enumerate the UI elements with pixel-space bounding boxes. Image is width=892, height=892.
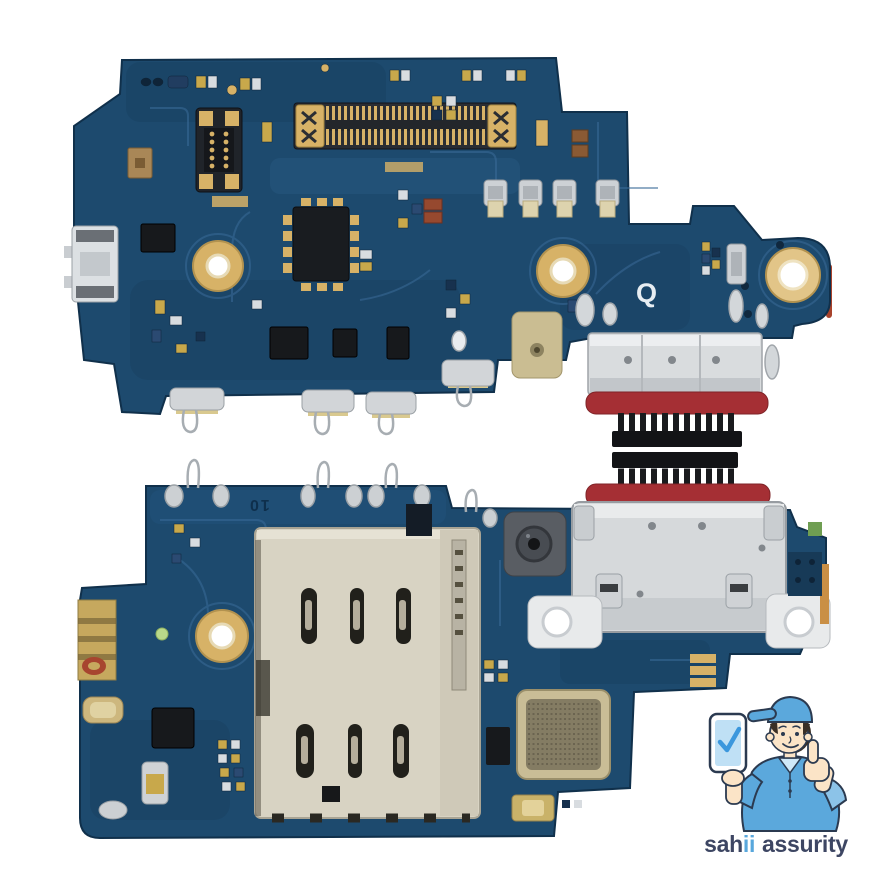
antenna-pads (164, 458, 498, 528)
nose (788, 736, 792, 744)
solder-pads (451, 289, 780, 380)
usb-connector-top (585, 332, 769, 447)
phone (708, 712, 748, 787)
thumbs-up-arm (803, 739, 848, 812)
antenna-pins (186, 458, 478, 513)
eyebrows (778, 725, 801, 729)
ear-right (803, 732, 813, 742)
smile (782, 743, 799, 749)
left-contact-block (77, 599, 117, 681)
right-edge-details (690, 522, 829, 687)
screw-holes-top (192, 240, 821, 318)
top-board-outline (73, 56, 831, 416)
left-hand (721, 769, 745, 787)
gold-pad (385, 162, 423, 172)
usb-connector-bottom (527, 452, 831, 649)
edge-clips (169, 359, 495, 436)
top-board (64, 56, 832, 447)
microphone-sensor (503, 511, 567, 577)
mascot-head (747, 695, 814, 759)
eye-right (795, 732, 799, 736)
lower-left-components (82, 523, 246, 820)
ic-chips (127, 129, 589, 360)
passive-components-top (140, 63, 721, 354)
sim-reader (254, 504, 481, 823)
eye-left (781, 732, 785, 736)
spring-contacts (483, 179, 747, 285)
mesh-window (483, 659, 611, 822)
gasket-red (585, 391, 769, 415)
cap-brim (747, 707, 777, 723)
screw-holes-bottom-left (155, 609, 249, 663)
screw-brackets (527, 593, 831, 649)
sim-slots (296, 588, 411, 778)
bottom-board (77, 452, 831, 840)
ear-left (765, 732, 775, 742)
left-edge-connector (64, 225, 119, 303)
sim-latch (406, 504, 432, 536)
hair (770, 722, 810, 735)
btb-connector (195, 107, 248, 207)
checkmark-icon (717, 726, 742, 753)
mascot-illustration (708, 695, 848, 832)
fpc-connector (293, 102, 517, 150)
thumb (807, 739, 819, 764)
microphone-pad (511, 311, 563, 379)
